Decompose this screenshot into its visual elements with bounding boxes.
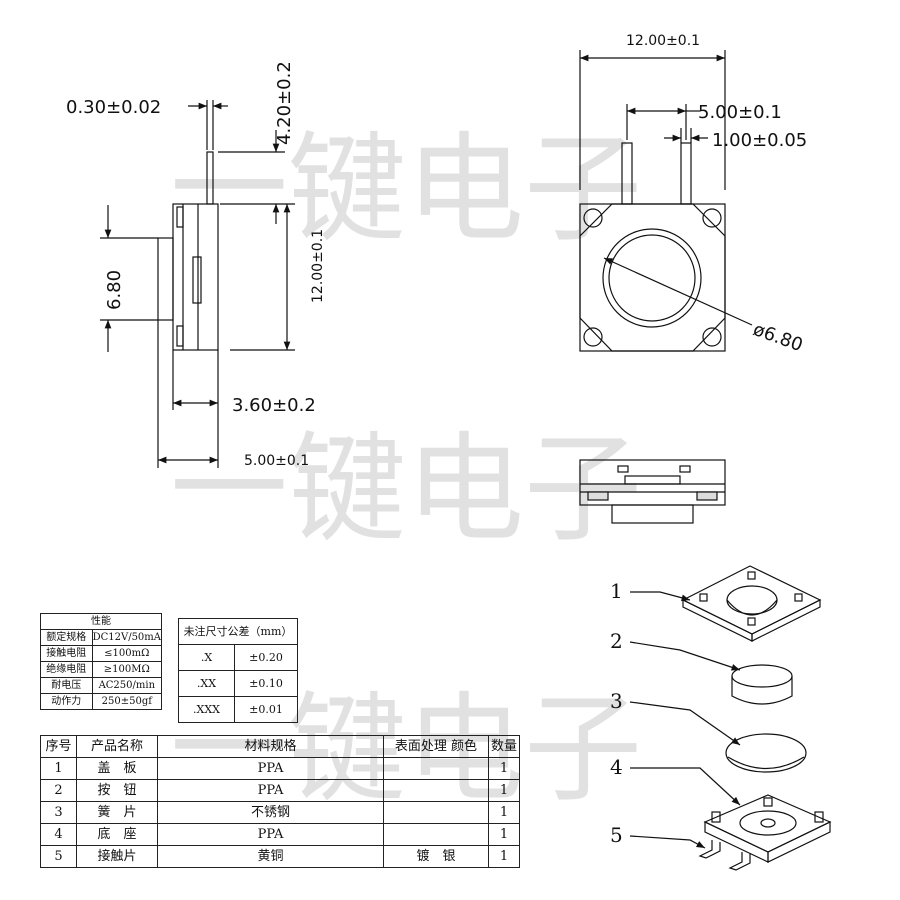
performance-value: ≤100mΩ xyxy=(91,645,163,662)
bom-cell-material: 不锈钢 xyxy=(157,801,384,824)
top-view-button xyxy=(602,228,702,328)
performance-value: AC250/min xyxy=(91,677,163,694)
dim-top-width: 12.00±0.1 xyxy=(626,33,700,49)
bom-cell-finish xyxy=(383,779,489,802)
callout-5: 5 xyxy=(610,823,623,847)
bom-cell-finish: 镀 银 xyxy=(383,845,489,868)
table-row: .X ±0.20 xyxy=(178,644,298,671)
bom-cell-finish xyxy=(383,757,489,780)
exploded-part-base xyxy=(703,794,832,863)
bom-cell-no: 4 xyxy=(40,823,77,846)
table-row: 耐电压 AC250/min xyxy=(40,677,163,694)
table-row: 2 按 钮 PPA 1 xyxy=(40,779,520,802)
top-view xyxy=(579,50,753,352)
exploded-part-dome xyxy=(725,733,807,773)
performance-label: 绝缘电阻 xyxy=(40,661,93,678)
bom-cell-name: 按 钮 xyxy=(76,779,158,802)
tolerance-value: ±0.10 xyxy=(234,670,298,697)
table-row: 绝缘电阻 ≥100MΩ xyxy=(40,661,163,678)
bom-cell-name: 盖 板 xyxy=(76,757,158,780)
table-row: 动作力 250±50gf xyxy=(40,693,163,710)
callout-3: 3 xyxy=(610,689,623,713)
exploded-part-contacts xyxy=(698,840,751,871)
performance-table-title: 性能 xyxy=(40,613,162,630)
tolerance-value: ±0.20 xyxy=(234,644,298,671)
bom-header-material: 材料规格 xyxy=(157,735,384,758)
bom-header-finish: 表面处理 颜色 xyxy=(383,735,489,758)
dim-pin-thickness: 0.30±0.02 xyxy=(66,97,161,118)
bom-cell-finish xyxy=(383,801,489,824)
bom-cell-material: PPA xyxy=(157,823,384,846)
tolerance-digits: .X xyxy=(178,644,235,671)
bom-cell-qty: 1 xyxy=(488,823,520,846)
exploded-view xyxy=(629,565,832,871)
bom-cell-name: 簧 片 xyxy=(76,801,158,824)
bom-cell-no: 2 xyxy=(40,779,77,802)
table-row: 接触电阻 ≤100mΩ xyxy=(40,645,163,662)
tolerance-table: 未注尺寸公差（mm） .X ±0.20 .XX ±0.10 .XXX ±0.01 xyxy=(178,618,298,723)
dim-pin-width: 1.00±0.05 xyxy=(712,130,807,151)
callout-1: 1 xyxy=(610,579,623,603)
watermark-text-2: 一键电子 xyxy=(170,420,642,558)
bom-cell-qty: 1 xyxy=(488,845,520,868)
bom-header-qty: 数量 xyxy=(488,735,520,758)
bom-cell-no: 1 xyxy=(40,757,77,780)
performance-label: 接触电阻 xyxy=(40,645,93,662)
tolerance-digits: .XX xyxy=(178,670,235,697)
dim-body-depth: 3.60±0.2 xyxy=(232,395,316,416)
performance-label: 额定规格 xyxy=(40,629,93,646)
exploded-part-button xyxy=(731,664,793,705)
performance-value: ≥100MΩ xyxy=(91,661,163,678)
watermark-text-1: 一键电子 xyxy=(170,120,642,258)
table-row: 5 接触片 黄铜 镀 银 1 xyxy=(40,845,520,868)
top-view-pin-right xyxy=(680,142,692,205)
callout-2: 2 xyxy=(610,629,623,653)
table-row: 1 盖 板 PPA 1 xyxy=(40,757,520,780)
dim-button-diameter: ø6.80 xyxy=(750,319,805,356)
dim-button-width: 6.80 xyxy=(104,270,125,310)
callout-4: 4 xyxy=(610,755,623,779)
bom-cell-no: 5 xyxy=(40,845,77,868)
table-header-row: 序号 产品名称 材料规格 表面处理 颜色 数量 xyxy=(40,735,520,758)
performance-value: 250±50gf xyxy=(91,693,163,710)
table-row: 额定规格 DC12V/50mA xyxy=(40,629,163,646)
performance-label: 动作力 xyxy=(40,693,93,710)
bom-cell-qty: 1 xyxy=(488,779,520,802)
bom-header-no: 序号 xyxy=(40,735,77,758)
dim-pin-pitch: 5.00±0.1 xyxy=(698,102,782,123)
exploded-part-cover xyxy=(681,565,822,642)
bom-cell-qty: 1 xyxy=(488,801,520,824)
table-row: .XX ±0.10 xyxy=(178,670,298,697)
dim-pin-length: 4.20±0.2 xyxy=(274,61,295,145)
performance-value: DC12V/50mA xyxy=(91,629,163,646)
table-row: 3 簧 片 不锈钢 1 xyxy=(40,801,520,824)
performance-label: 耐电压 xyxy=(40,677,93,694)
tolerance-table-title: 未注尺寸公差（mm） xyxy=(178,618,298,645)
bom-header-name: 产品名称 xyxy=(76,735,158,758)
tolerance-value: ±0.01 xyxy=(234,696,298,723)
bom-cell-finish xyxy=(383,823,489,846)
table-row: 4 底 座 PPA 1 xyxy=(40,823,520,846)
bom-cell-name: 接触片 xyxy=(76,845,158,868)
side-view xyxy=(100,100,295,468)
dim-body-height: 12.00±0.1 xyxy=(310,229,326,303)
bill-of-materials-table: 序号 产品名称 材料规格 表面处理 颜色 数量 1 盖 板 PPA 1 2 按 … xyxy=(40,735,520,868)
bom-cell-material: PPA xyxy=(157,757,384,780)
tolerance-digits: .XXX xyxy=(178,696,235,723)
bom-cell-no: 3 xyxy=(40,801,77,824)
side-view-button xyxy=(157,237,174,321)
bom-cell-name: 底 座 xyxy=(76,823,158,846)
bom-cell-material: PPA xyxy=(157,779,384,802)
front-view-button xyxy=(611,504,694,524)
dim-total-depth: 5.00±0.1 xyxy=(244,453,309,469)
front-view xyxy=(579,459,726,524)
table-row: .XXX ±0.01 xyxy=(178,696,298,723)
bom-cell-qty: 1 xyxy=(488,757,520,780)
bom-cell-material: 黄铜 xyxy=(157,845,384,868)
performance-table: 性能 额定规格 DC12V/50mA 接触电阻 ≤100mΩ 绝缘电阻 ≥100… xyxy=(40,613,163,710)
